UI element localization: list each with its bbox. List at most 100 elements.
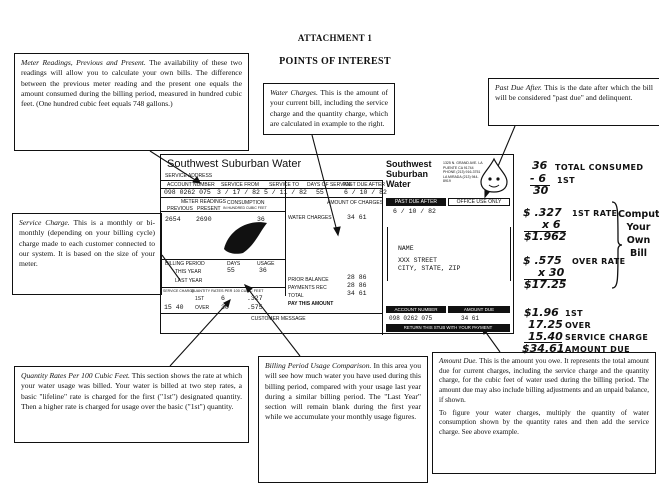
return-stub-banner: RETURN THIS STUB WITH YOUR PAYMENT — [386, 324, 510, 332]
stub-amount-value: 34 61 — [461, 315, 480, 322]
calc-consumed-total-label: TOTAL CONSUMED — [555, 163, 644, 172]
callout-body: In this area you will see how much water… — [265, 361, 422, 422]
callout-heading: Amount Due. — [439, 357, 478, 365]
this-year-days: 55 — [227, 267, 235, 274]
calc-rate2: $ .575 — [523, 254, 562, 267]
previous-reading: 2654 — [165, 216, 181, 223]
customer-street: XXX STREET — [398, 257, 438, 264]
calc-sum-3-label: SERVICE CHARGE — [565, 333, 649, 342]
calc-rate1: $ .327 — [523, 206, 562, 219]
payments-value: 28 86 — [347, 282, 367, 289]
callout-body: This is the amount you owe. It represent… — [439, 357, 650, 404]
account-number: 098 0262 075 — [164, 189, 211, 196]
calc-rate2-label: OVER RATE — [572, 257, 626, 266]
callout-heading: Billing Period Usage Comparison. — [265, 361, 372, 370]
payments-label: PAYMENTS REC — [288, 285, 327, 291]
service-charge-label: SERVICE CHARGE — [163, 289, 195, 293]
rate-row2-label: OVER — [195, 305, 210, 311]
total-label: TOTAL — [288, 293, 304, 299]
water-charges-value: 34 61 — [347, 214, 367, 221]
consumption-sub-label: IN HUNDRED CUBIC FEET — [223, 206, 267, 210]
calc-rate1-result: $1.962 — [524, 230, 567, 243]
calc-rate2-mult: x 30 — [538, 266, 565, 279]
prior-balance-value: 28 86 — [347, 274, 367, 281]
this-year-label: THIS YEAR — [175, 269, 202, 275]
calc-sum-total-label: AMOUNT DUE — [565, 345, 630, 354]
stub-past-due-value: 6 / 10 / 82 — [393, 208, 436, 215]
col-header-service-to: SERVICE TO — [269, 182, 300, 188]
compute-own-bill-note: Compute Your Own Bill — [618, 209, 659, 259]
callout-body: This is the date after which the bill wi… — [495, 83, 653, 103]
calc-sum-1-label: 1ST — [565, 309, 583, 318]
callout-body: This section shows the rate at which you… — [21, 371, 242, 411]
water-bill: Southwest Suburban Water SERVICE ADDRESS… — [160, 154, 514, 335]
calc-first-label: 1ST — [557, 176, 575, 185]
pay-this-amount-label: PAY THIS AMOUNT — [288, 301, 334, 307]
callout-heading: Quantity Rates Per 100 Cubic Feet. — [21, 371, 130, 380]
stub-account-value: 098 0262 075 — [389, 315, 433, 322]
days-label: DAYS — [227, 261, 241, 267]
callout-heading: Water Charges. — [270, 88, 318, 97]
calc-sum-total: $34.61 — [522, 342, 565, 355]
rate-row1-label: 1ST — [195, 296, 205, 302]
stub-company-name: Southwest Suburban Water — [386, 159, 432, 189]
callout-service-charge: Service Charge. This is a monthly or bi-… — [12, 213, 162, 295]
callout-quantity-rates: Quantity Rates Per 100 Cubic Feet. This … — [14, 366, 249, 443]
customer-name: NAME — [398, 245, 414, 252]
callout-heading: Meter Readings, Previous and Present. — [21, 58, 146, 67]
service-from: 3 / 17 / 82 — [217, 189, 260, 196]
calc-minus-first: - 6 — [530, 172, 547, 185]
calc-rate1-label: 1ST RATE — [572, 209, 618, 218]
stub-past-due-header: PAST DUE AFTER — [386, 198, 446, 206]
prior-balance-label: PRIOR BALANCE — [288, 277, 329, 283]
rate-row2-qty: 30 — [221, 304, 229, 311]
compute-brace — [611, 201, 623, 289]
total-value: 34 61 — [347, 290, 367, 297]
usage-label: USAGE — [257, 261, 275, 267]
callout-water-charges: Water Charges. This is the amount of you… — [263, 83, 395, 135]
consumption-value: 36 — [257, 216, 265, 223]
service-address-label: SERVICE ADDRESS — [165, 173, 213, 179]
billing-period-label: BILLING PERIOD — [165, 261, 205, 267]
amount-of-charges-label: AMOUNT OF CHARGES — [327, 200, 384, 206]
callout-body-2: To figure your water charges, multiply t… — [439, 408, 649, 436]
bill-company-name: Southwest Suburban Water — [167, 158, 302, 170]
rate-row1-rate: .327 — [247, 295, 263, 302]
col-header-past-due: PAST DUE AFTER — [343, 182, 386, 188]
rate-row2-rate: .575 — [247, 304, 263, 311]
rate-row1-qty: 6 — [221, 295, 225, 302]
calc-consumed-total: 36 — [532, 159, 548, 172]
callout-body: This is a monthly or bi-monthly (dependi… — [19, 218, 155, 269]
calc-sum-2-label: OVER — [565, 321, 592, 330]
meter-readings-label: METER READINGS — [181, 199, 227, 205]
calc-rate2-result: $17.25 — [524, 278, 567, 291]
present-label: PRESENT — [197, 206, 221, 212]
customer-city: CITY, STATE, ZIP — [398, 265, 461, 272]
past-due-after: 6 / 10 / 82 — [344, 189, 387, 196]
calc-sum-2: 17.25 — [528, 318, 563, 331]
callout-billing-period: Billing Period Usage Comparison. In this… — [258, 356, 428, 483]
days-of-service: 55 — [316, 189, 324, 196]
consumption-label: CONSUMPTION — [227, 200, 265, 206]
callout-body: The availability of these two readings w… — [21, 58, 242, 109]
callout-past-due: Past Due After. This is the date after w… — [488, 78, 659, 126]
calc-rate1-mult: x 6 — [542, 218, 561, 231]
calc-sum-3: 15.40 — [528, 330, 563, 343]
col-header-service-from: SERVICE FROM — [221, 182, 259, 188]
col-header-days: DAYS OF SERVICE — [307, 182, 352, 188]
calc-sum-1: $1.96 — [524, 306, 559, 319]
callout-meter-readings: Meter Readings, Previous and Present. Th… — [14, 53, 249, 151]
callout-heading: Past Due After. — [495, 83, 542, 92]
customer-message-label: CUSTOMER MESSAGE — [251, 316, 306, 322]
stub-address: 1325 N. GRAND AVE. LA PUENTE CA 91744 PH… — [443, 161, 483, 183]
this-year-usage: 36 — [259, 267, 267, 274]
stub-office-use-header: OFFICE USE ONLY — [448, 198, 510, 206]
attachment-label: ATTACHMENT 1 — [297, 33, 373, 43]
stub-amount-header: AMOUNT DUE — [448, 306, 510, 313]
quantity-rates-label: QUANTITY RATES PER 100 CUBIC FEET — [191, 289, 264, 293]
service-charge-value: 15 40 — [164, 304, 184, 311]
previous-label: PREVIOUS — [167, 206, 193, 212]
calc-over-qty: 30 — [533, 184, 549, 197]
present-reading: 2690 — [196, 216, 212, 223]
stub-address-box — [387, 227, 511, 281]
